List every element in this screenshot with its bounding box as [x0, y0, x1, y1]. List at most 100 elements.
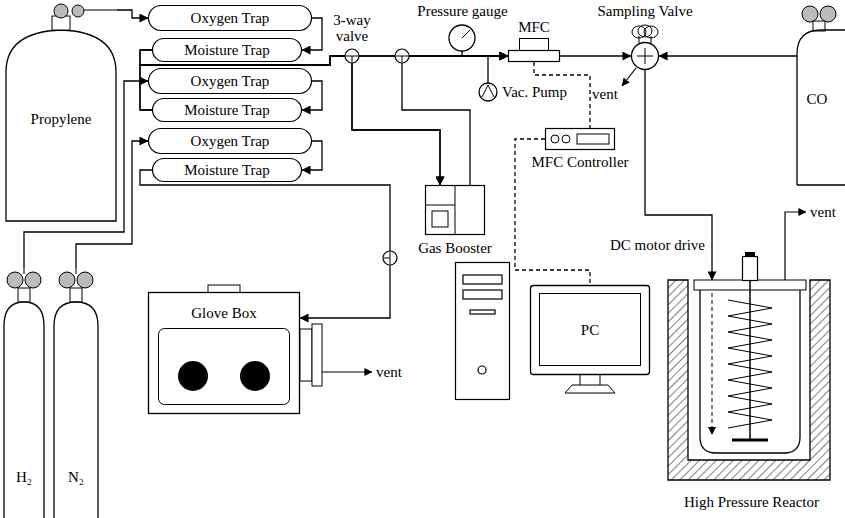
pc-tower	[456, 263, 510, 400]
node-label: Moisture Trap	[152, 161, 302, 179]
node-label: Glove Box	[148, 304, 300, 322]
gas-line	[140, 56, 440, 185]
glove-box-shape	[159, 329, 290, 405]
trap-box-shape	[153, 99, 302, 122]
sampling-valve-shape	[644, 26, 658, 38]
node-label: Pressure gauge	[405, 2, 520, 20]
node-label: DC motor drive	[600, 236, 705, 254]
pressure-gauge: Pressure gauge	[405, 2, 520, 52]
trap-box: Moisture Trap	[152, 38, 302, 62]
pc-monitor-shape	[530, 285, 650, 395]
vent-line	[785, 212, 806, 280]
valve-symbol	[383, 251, 397, 265]
node-label: Vac. Pump	[502, 83, 574, 101]
sampling-valve: Sampling Valve	[590, 2, 700, 72]
node-label: MFC	[505, 18, 563, 36]
pc-tower	[456, 263, 510, 400]
node-label: CO	[795, 90, 839, 108]
glove-box: Glove Box	[148, 284, 323, 414]
reactor-shape	[712, 293, 713, 427]
gas-cylinder-shape	[54, 302, 98, 518]
reactor: High Pressure Reactor	[658, 255, 845, 515]
sampling-valve-shape	[637, 48, 653, 64]
glove-box-shape	[240, 361, 270, 391]
vacuum-pump-shape	[479, 83, 497, 101]
trap-box: Oxygen Trap	[148, 128, 312, 154]
trap-box: Oxygen Trap	[148, 68, 312, 94]
gas-line	[488, 56, 508, 83]
pc-monitor-shape	[565, 375, 615, 393]
gas-booster-shape	[432, 211, 448, 227]
trap-box-shape	[149, 69, 312, 94]
valve-symbol	[396, 56, 408, 62]
valve-symbol	[345, 49, 409, 265]
trap-box-shape	[153, 39, 302, 62]
gas-cylinder-shape	[25, 272, 41, 288]
pc-monitor: PC	[530, 285, 650, 395]
node-label: Oxygen Trap	[148, 132, 312, 150]
vent-label: vent	[376, 364, 402, 380]
controller-box-shape	[577, 134, 609, 144]
glove-box-shape	[312, 324, 322, 386]
gas-cylinder-shape	[70, 288, 82, 302]
vent-line	[622, 68, 636, 86]
gas-booster-shape	[426, 186, 456, 235]
gas-cylinder-shape	[76, 268, 77, 274]
gas-cylinder-shape	[6, 30, 116, 221]
gas-line	[140, 50, 440, 185]
node-label: H₂	[2, 468, 46, 486]
node-label: MFC Controller	[525, 153, 635, 171]
node-label: Moisture Trap	[152, 101, 302, 119]
gas-line	[560, 55, 631, 56]
reactor-shape	[658, 255, 845, 515]
motor-drive-shape	[745, 252, 755, 257]
vacuum-pump-shape	[482, 85, 494, 97]
glove-box-shape	[148, 284, 323, 414]
gas-cylinder-shape	[84, 10, 117, 11]
reactor-shape	[732, 439, 768, 442]
controller-box-shape	[551, 135, 559, 143]
node-label: Oxygen Trap	[148, 72, 312, 90]
gas-cylinder: H₂	[2, 268, 46, 518]
mass-flow-controller: MFC	[505, 18, 563, 64]
gas-cylinder-shape	[820, 6, 836, 22]
reactor-shape	[749, 280, 751, 440]
glove-box-shape	[178, 361, 208, 391]
valve-symbol	[345, 49, 359, 63]
node-label: Moisture Trap	[152, 41, 302, 59]
gas-cylinder-shape	[54, 4, 68, 18]
gas-cylinder-shape	[4, 302, 44, 518]
pc-tower	[478, 366, 486, 374]
node-label: Propylene	[5, 110, 117, 128]
node-label: Gas Booster	[410, 239, 500, 257]
node-label: Sampling Valve	[590, 2, 700, 20]
gas-cylinder-shape	[802, 6, 818, 22]
gas-line	[402, 56, 508, 185]
gas-line	[117, 10, 148, 18]
node-label: PC	[530, 321, 650, 339]
reactor-shape	[668, 280, 830, 480]
gas-cylinder-shape	[77, 272, 93, 288]
gas-cylinder-shape	[59, 272, 75, 288]
gas-line	[659, 55, 797, 56]
node-label: High Pressure Reactor	[658, 493, 845, 511]
controller-box-shape	[562, 135, 570, 143]
valve-label: 3-way valve	[327, 12, 377, 44]
pressure-gauge-shape	[462, 30, 470, 38]
gas-cylinder-shape	[797, 30, 845, 185]
trap-box-shape	[153, 159, 302, 182]
gas-cylinder-shape	[24, 268, 25, 274]
vacuum-pump: Vac. Pump	[478, 80, 576, 104]
pc-monitor-shape	[531, 286, 650, 375]
vent-label: vent	[810, 204, 836, 220]
valve-symbol	[346, 56, 358, 62]
valve-symbol	[395, 49, 409, 63]
gas-cylinder-shape	[18, 288, 30, 302]
trap-box: Oxygen Trap	[148, 5, 312, 31]
trap-box: Moisture Trap	[152, 98, 302, 122]
glove-box-shape	[300, 329, 312, 381]
reactor-shape	[708, 427, 716, 435]
pc-tower	[463, 275, 502, 284]
trap-box: Moisture Trap	[152, 158, 302, 182]
sampling-valve-shape	[632, 43, 659, 70]
